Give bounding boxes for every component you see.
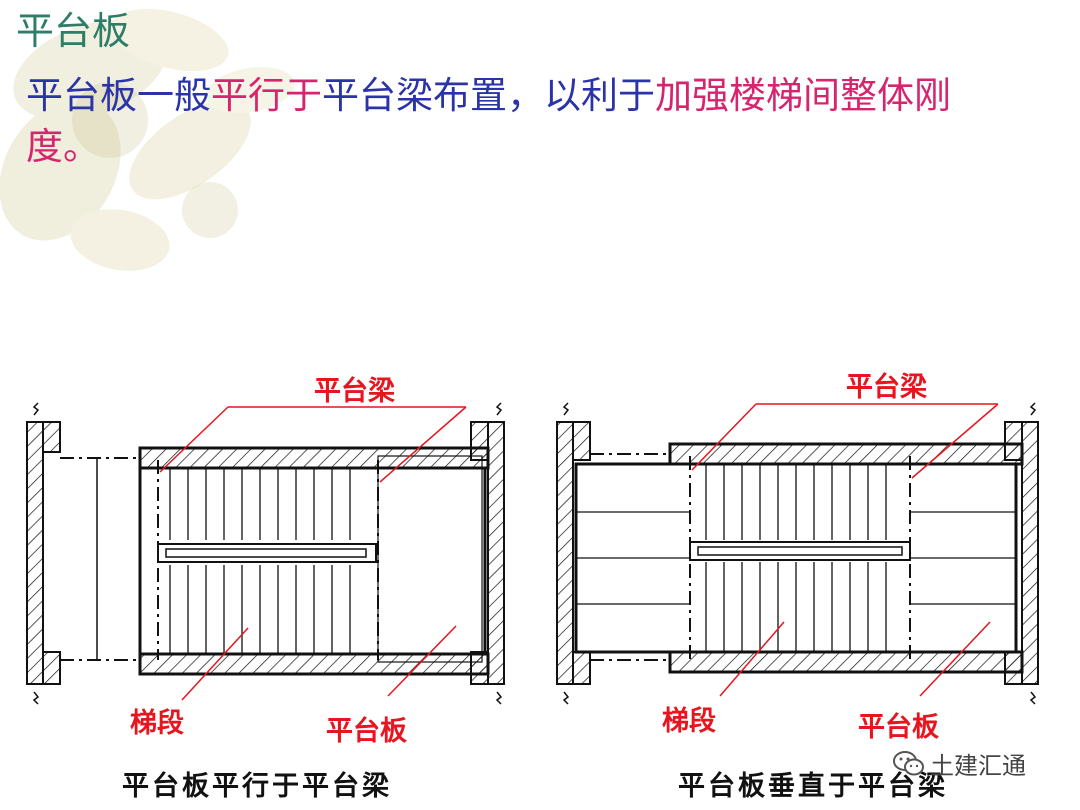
wechat-icon (893, 750, 924, 775)
stair-plan-drawings: 平台梁 梯段 平台板 平台梁 梯段 平台板 (26, 371, 1039, 747)
caption-parallel: 平台板平行于平台梁 (122, 771, 392, 802)
watermark: 土建汇通 (892, 746, 1026, 781)
body-segment: 平台板一般 (26, 74, 211, 117)
wall-top (138, 446, 490, 470)
label-stair-flight: 梯段 (130, 708, 184, 739)
wall-left (556, 421, 574, 685)
body-highlight: 加强楼梯间 (655, 74, 840, 117)
background-decoration (0, 8, 295, 271)
slide-title: 平台板 (16, 9, 131, 53)
body-highlight: 度。 (26, 125, 100, 168)
label-landing-slab: 平台板 (326, 715, 407, 747)
slide-body-text: 平台板一般平行于平台梁布置，以利于加强楼梯间整体刚度。 (26, 70, 1072, 172)
wall-right (1021, 421, 1039, 685)
body-segment: 整体刚 (840, 74, 951, 117)
caption-perpendicular: 平台板垂直于平台梁 (678, 771, 948, 802)
diagram-perpendicular (556, 402, 1039, 705)
watermark-text: 土建汇通 (930, 752, 1026, 780)
label-platform-beam: 平台梁 (314, 375, 395, 407)
wall-bottom (138, 652, 490, 676)
label-stair-flight: 梯段 (662, 706, 716, 737)
wall-left (26, 421, 44, 685)
handrail (689, 541, 911, 561)
wall-right (487, 421, 505, 685)
label-platform-beam: 平台梁 (846, 371, 927, 403)
body-highlight: 平行于 (211, 74, 322, 117)
label-landing-slab: 平台板 (858, 711, 939, 743)
diagram-parallel (26, 402, 505, 705)
handrail (157, 543, 377, 563)
wall-top (668, 442, 1024, 466)
wall-bottom (668, 650, 1024, 674)
body-segment: 平台梁布置，以利于 (322, 74, 655, 117)
